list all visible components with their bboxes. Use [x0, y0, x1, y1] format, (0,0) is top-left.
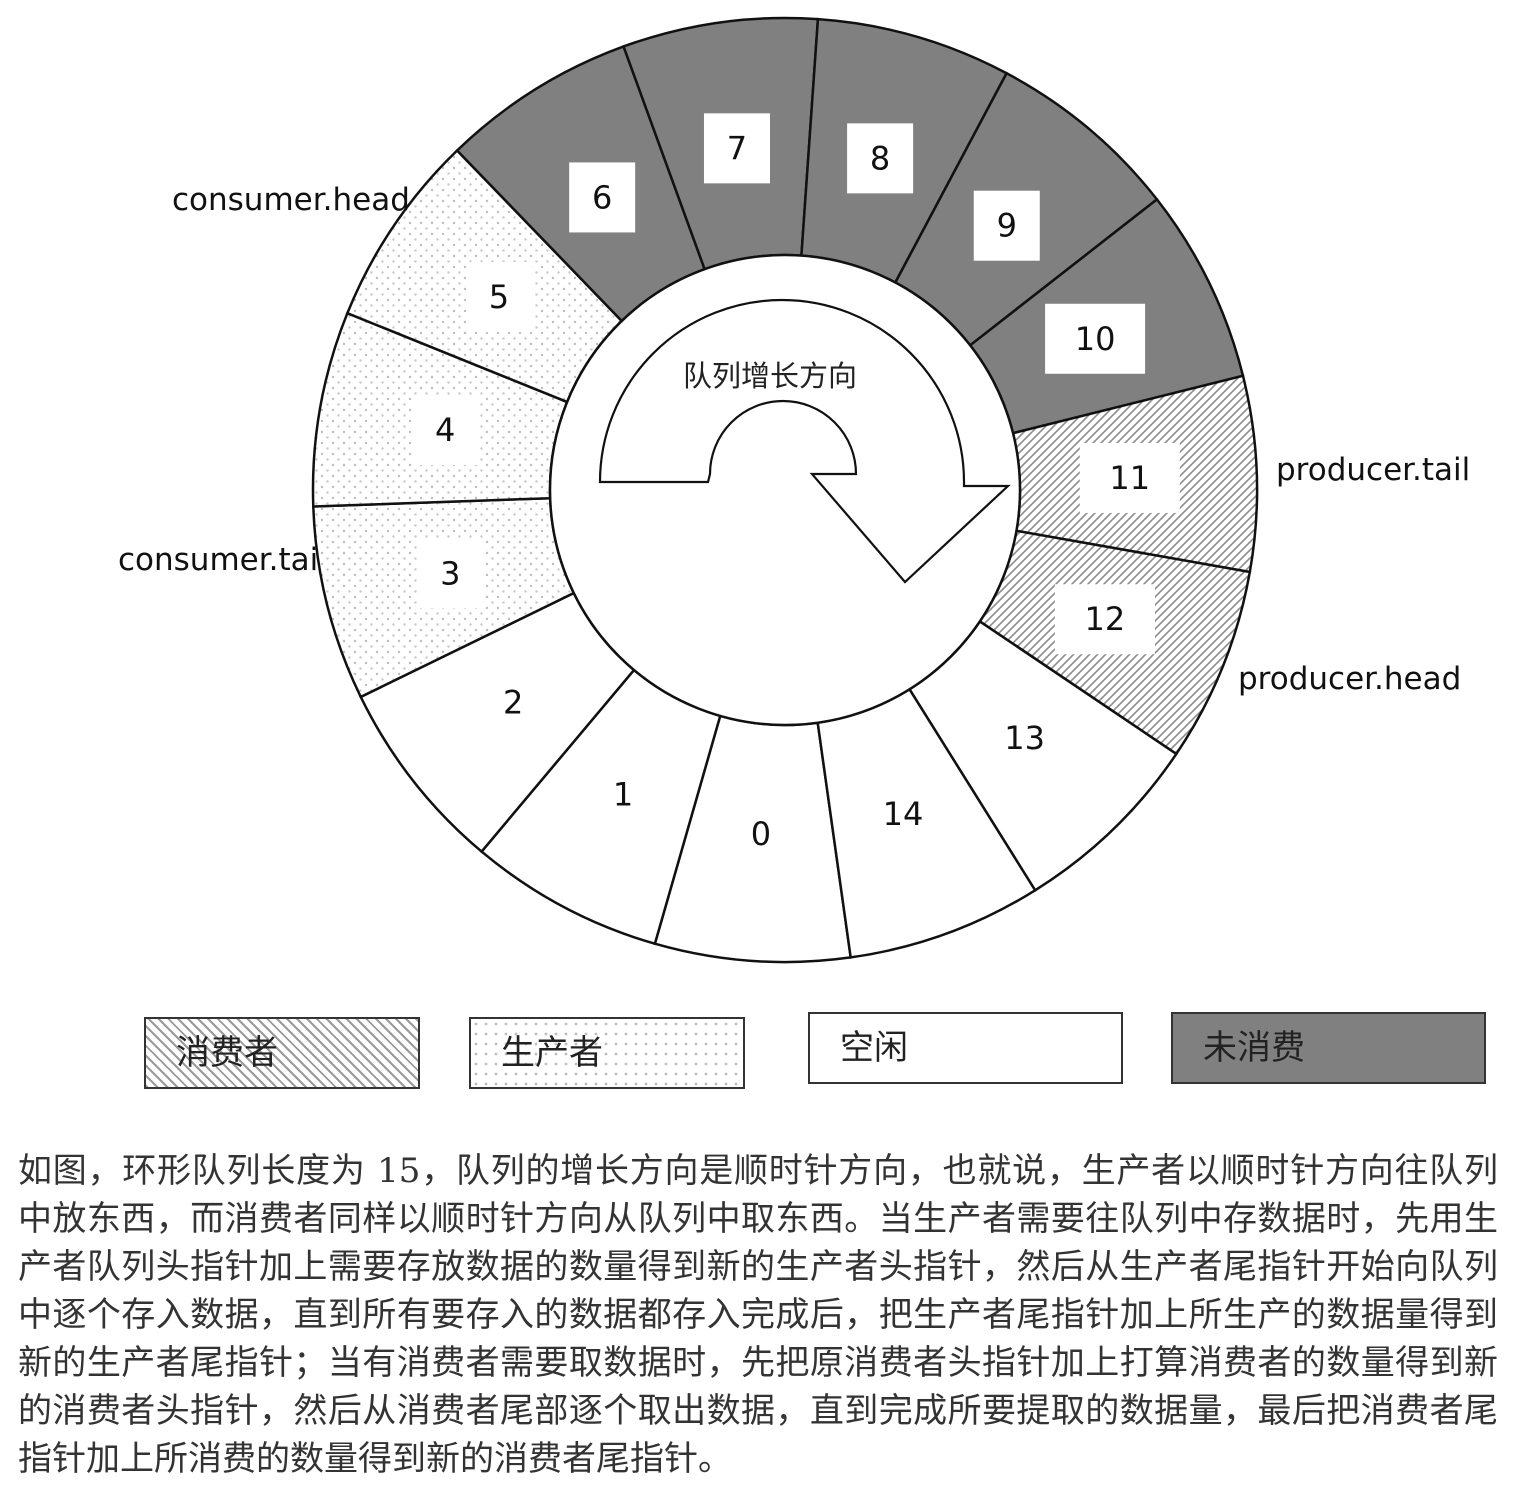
segment-label-box-12: [1054, 584, 1155, 655]
segment-label-10: 10: [1075, 320, 1116, 358]
segment-label-box-4: [412, 395, 479, 466]
consumer-head-label: consumer.head: [172, 182, 410, 218]
legend-free: 空闲: [808, 1012, 1123, 1084]
legend-unconsumed-label: 未消费: [1203, 1028, 1305, 1068]
segment-label-14: 14: [883, 795, 924, 833]
segment-label-8: 8: [870, 139, 890, 177]
segment-label-box-3: [417, 538, 484, 609]
growth-direction-arrow: [598, 298, 1011, 584]
segment-label-box-10: [1045, 303, 1146, 374]
segment-label-box-6: [569, 162, 636, 233]
producer-head-label: producer.head: [1238, 661, 1461, 697]
segment-label-9: 9: [997, 207, 1017, 245]
legend-producer: 生产者: [469, 1017, 745, 1089]
segment-label-7: 7: [727, 129, 747, 167]
segment-label-2: 2: [503, 683, 523, 721]
segment-label-box-11: [1079, 442, 1180, 513]
segment-label-box-7: [703, 113, 770, 184]
segment-label-box-9: [973, 190, 1040, 261]
legend-consumer: 消费者: [144, 1017, 420, 1089]
consumer-tail-label: consumer.tai: [118, 542, 318, 578]
segment-label-1: 1: [613, 776, 633, 814]
segment-label-0: 0: [751, 815, 771, 853]
segment-label-6: 6: [592, 178, 612, 216]
legend-consumer-label: 消费者: [176, 1033, 278, 1073]
segment-label-box-8: [847, 123, 914, 194]
legend-free-label: 空闲: [840, 1028, 908, 1068]
segment-label-11: 11: [1109, 459, 1150, 497]
segment-label-box-5: [465, 262, 532, 333]
segment-label-13: 13: [1004, 719, 1045, 757]
caption-paragraph: 如图，环形队列长度为 15，队列的增长方向是顺时针方向，也就说，生产者以顺时针方…: [18, 1151, 1498, 1479]
legend-unconsumed: 未消费: [1171, 1012, 1486, 1084]
producer-tail-label: producer.tail: [1276, 452, 1470, 488]
center-label: 队列增长方向: [683, 359, 857, 393]
segment-label-4: 4: [435, 411, 455, 449]
segment-label-12: 12: [1085, 600, 1126, 638]
segment-label-5: 5: [489, 278, 509, 316]
legend-producer-label: 生产者: [501, 1033, 603, 1073]
segment-label-3: 3: [440, 554, 460, 592]
